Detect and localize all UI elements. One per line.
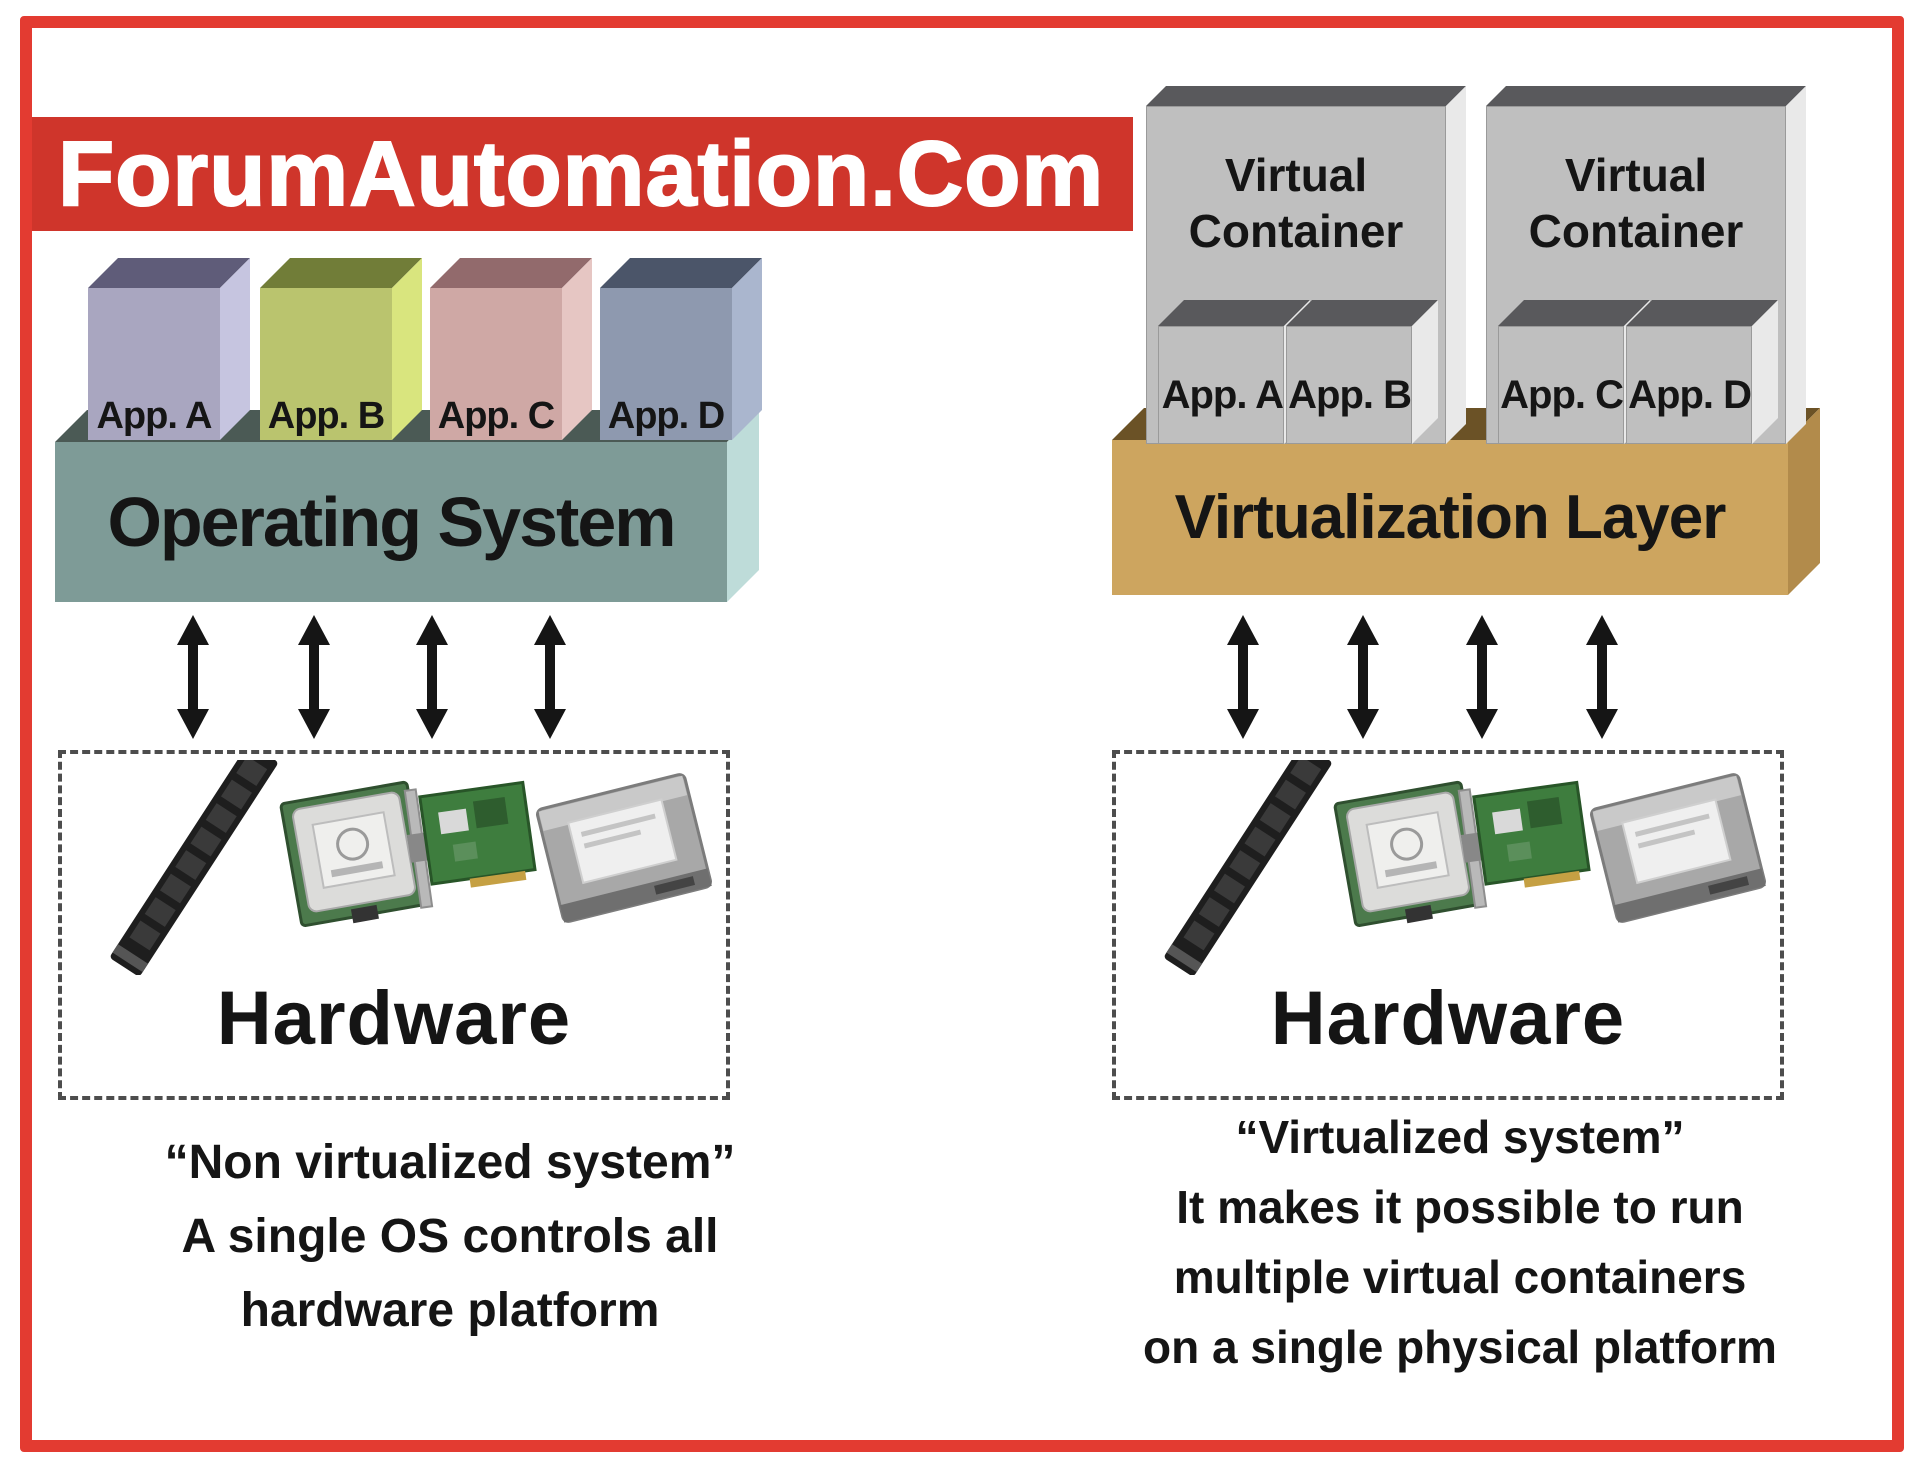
cube-right-face	[392, 258, 422, 440]
app-d-label: App. D	[600, 288, 732, 440]
arrow-shaft	[1238, 645, 1248, 709]
layer-hardware-arrow	[1226, 615, 1260, 739]
arrow-shaft	[188, 645, 198, 709]
container-title-line: Container	[1528, 205, 1744, 257]
app-b-label: App. B	[260, 288, 392, 440]
hardware-photos	[110, 760, 713, 975]
arrow-up-icon	[298, 615, 330, 645]
caption-line: “Virtualized system”	[1235, 1111, 1685, 1163]
caption-line: multiple virtual containers	[1173, 1251, 1747, 1303]
arrow-down-icon	[1466, 709, 1498, 739]
caption-line: It makes it possible to run	[1176, 1181, 1744, 1233]
virtualization-layer-label: Virtualization Layer	[1112, 440, 1788, 595]
caption-line: hardware platform	[240, 1284, 660, 1337]
hard-drive-icon	[1589, 773, 1767, 923]
box-right-face	[1786, 86, 1806, 444]
box-right-face	[1446, 86, 1466, 444]
hardware-label: Hardware	[216, 976, 572, 1061]
hardware-box: Hardware	[1112, 750, 1784, 1100]
virtualized-caption: “Virtualized system” It makes it possibl…	[1100, 1102, 1820, 1382]
hard-drive-icon	[535, 773, 713, 923]
non-virtualized-caption: “Non virtualized system” A single OS con…	[90, 1126, 810, 1348]
arrow-up-icon	[1586, 615, 1618, 645]
arrow-shaft	[1597, 645, 1607, 709]
cube-right-face	[562, 258, 592, 440]
layer-hardware-arrow	[1465, 615, 1499, 739]
os-hardware-arrow	[415, 615, 449, 739]
layer-hardware-arrow	[1585, 615, 1619, 739]
arrow-shaft	[545, 645, 555, 709]
cube-right-face	[220, 258, 250, 440]
site-title: ForumAutomation.Com	[57, 122, 1105, 226]
arrow-up-icon	[1227, 615, 1259, 645]
arrow-up-icon	[1347, 615, 1379, 645]
arrow-up-icon	[1466, 615, 1498, 645]
os-hardware-arrow	[176, 615, 210, 739]
app-a-label: App. A	[1158, 326, 1284, 444]
cpu-icon	[279, 780, 430, 928]
app-b-label: App. B	[1286, 326, 1412, 444]
arrow-down-icon	[416, 709, 448, 739]
cube-right-face	[732, 258, 762, 440]
os-hardware-arrow	[297, 615, 331, 739]
arrow-shaft	[309, 645, 319, 709]
ram-icon	[1164, 760, 1332, 975]
container-title-line: Virtual	[1224, 149, 1368, 201]
arrow-down-icon	[1586, 709, 1618, 739]
caption-line: A single OS controls all	[181, 1210, 719, 1263]
arrow-down-icon	[1347, 709, 1379, 739]
cpu-icon	[1333, 780, 1484, 928]
hardware-photos	[1164, 760, 1767, 975]
container-title-line: Virtual	[1564, 149, 1708, 201]
red-frame-border	[20, 16, 1904, 1452]
arrow-shaft	[1477, 645, 1487, 709]
box-top-face	[1486, 86, 1806, 106]
arrow-shaft	[427, 645, 437, 709]
layer-hardware-arrow	[1346, 615, 1380, 739]
container-title-line: Container	[1188, 205, 1404, 257]
arrow-down-icon	[298, 709, 330, 739]
arrow-down-icon	[1227, 709, 1259, 739]
site-banner: ForumAutomation.Com	[32, 117, 1133, 231]
arrow-down-icon	[534, 709, 566, 739]
network-card-icon	[1457, 780, 1591, 909]
arrow-shaft	[1358, 645, 1368, 709]
hardware-box: Hardware	[58, 750, 730, 1100]
arrow-down-icon	[177, 709, 209, 739]
app-c-label: App. C	[430, 288, 562, 440]
arrow-up-icon	[177, 615, 209, 645]
network-card-icon	[403, 780, 537, 909]
os-hardware-arrow	[533, 615, 567, 739]
operating-system-label: Operating System	[55, 442, 727, 602]
hardware-label: Hardware	[1270, 976, 1626, 1061]
arrow-up-icon	[534, 615, 566, 645]
app-a-label: App. A	[88, 288, 220, 440]
app-c-label: App. C	[1498, 326, 1624, 444]
app-d-label: App. D	[1626, 326, 1752, 444]
arrow-up-icon	[416, 615, 448, 645]
ram-icon	[110, 760, 278, 975]
caption-line: “Non virtualized system”	[164, 1136, 736, 1189]
box-top-face	[1146, 86, 1466, 106]
caption-line: on a single physical platform	[1143, 1321, 1777, 1373]
